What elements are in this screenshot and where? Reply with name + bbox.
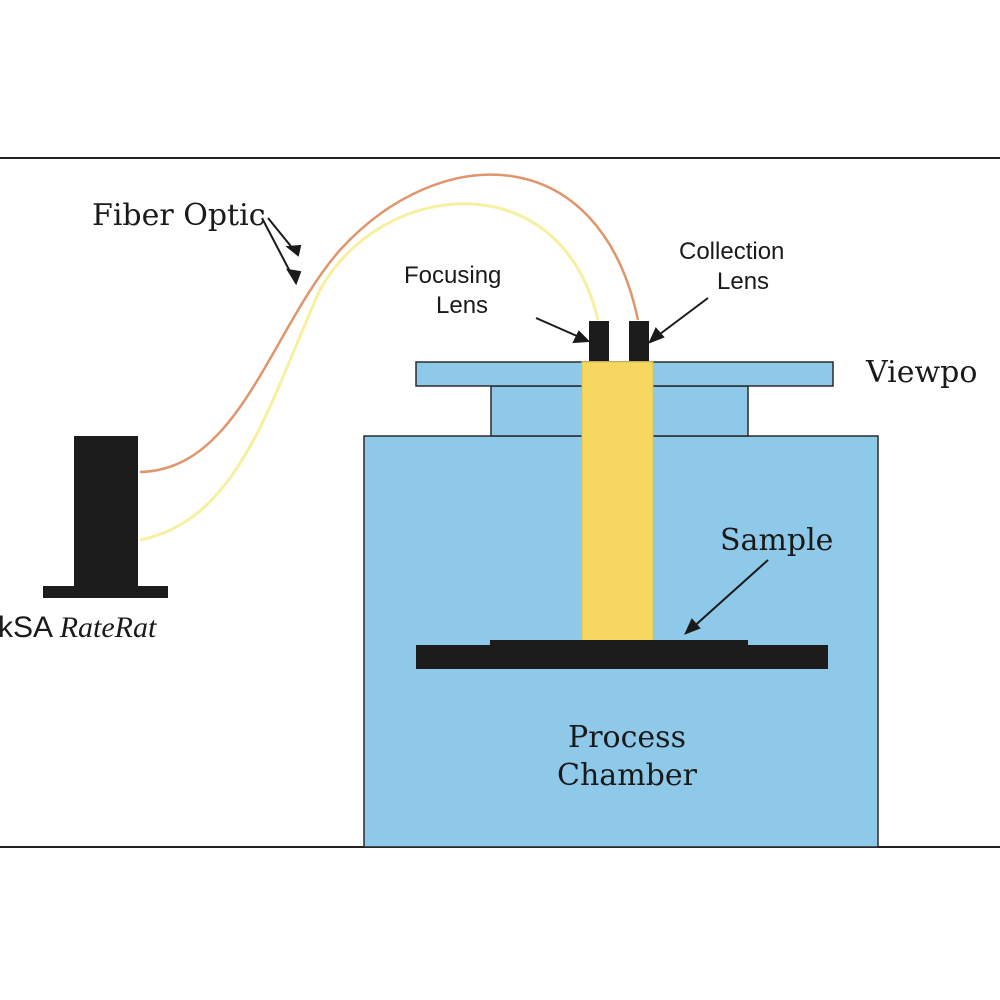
label-sample: Sample [720,523,833,558]
sample-stage [416,645,828,669]
label-device-prefix: kSA [0,611,60,644]
fiber-optic-cable-orange [139,173,640,474]
sample-pointer [684,559,769,635]
label-collection-lens-line2: Lens [717,268,769,295]
fiber-optic-pointer [261,217,302,286]
label-collection-lens-line1: Collection [679,238,784,265]
focusing-lens [589,321,609,361]
raterat-body [74,436,138,588]
label-chamber-line1: Process [568,720,686,755]
label-device-name: RateRat [59,611,157,644]
sample [490,640,748,645]
label-fiber-optic: Fiber Optic [92,198,266,233]
raterat-base [43,586,168,598]
label-focusing-lens-line1: Focusing [404,262,501,289]
label-focusing-lens-line2: Lens [436,292,488,319]
focusing-lens-pointer [535,317,591,344]
label-chamber-line2: Chamber [557,758,698,793]
fiber-optic-cable-yellow [139,202,600,542]
label-device: kSA RateRat [0,611,157,644]
label-viewport: Viewpo [865,355,977,390]
collection-lens [629,321,649,361]
light-beam [581,361,654,643]
collection-lens-pointer [648,297,709,344]
